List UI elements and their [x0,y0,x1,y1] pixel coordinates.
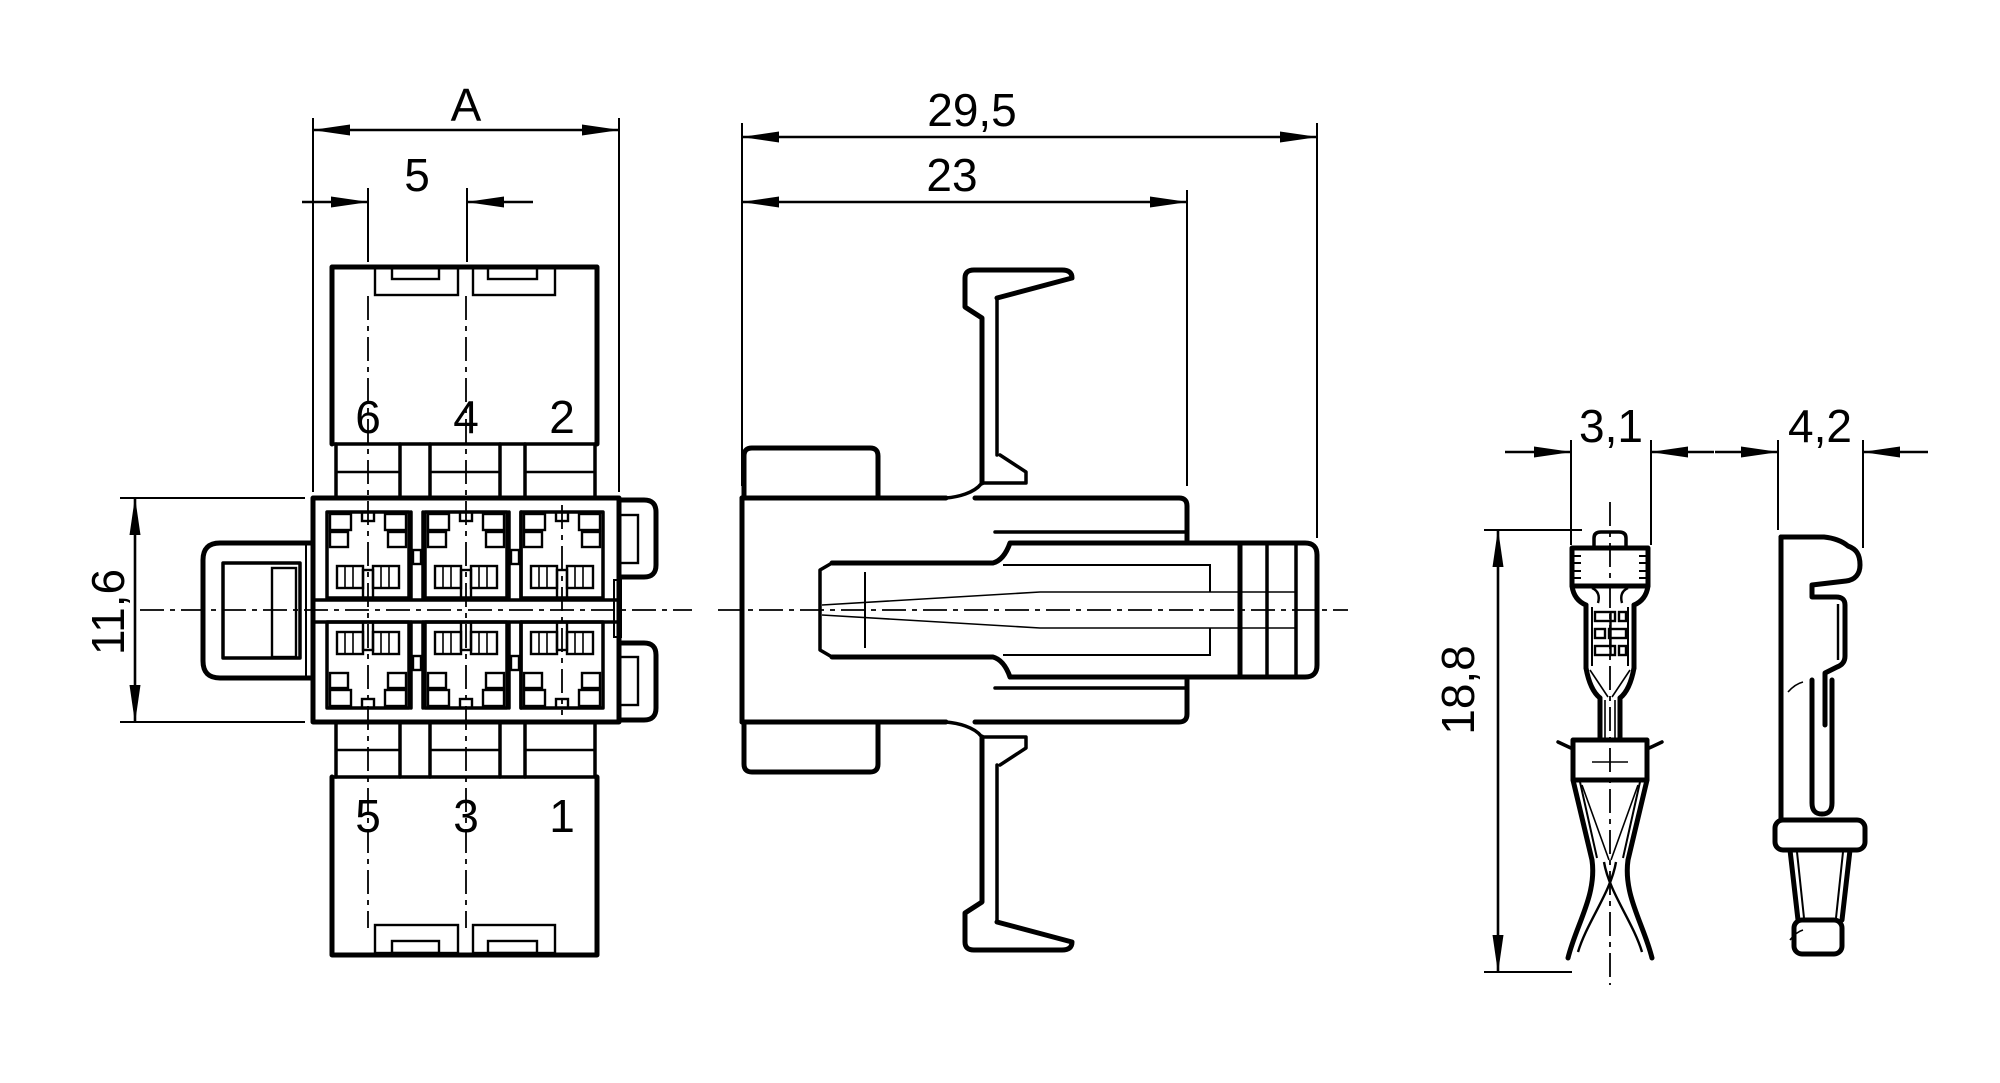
front-lower-tower [329,774,600,958]
terminal-front-curls [1591,586,1629,604]
front-lower-slot-left-inner [390,939,441,955]
dim-front-height: 11,6 [82,497,305,723]
dim-label-18-8: 18,8 [1432,645,1484,735]
cavity-number-3: 3 [453,790,479,842]
dim-terminal-length: 18,8 [1432,529,1582,973]
side-top-latch [944,267,1075,500]
dim-side-body: 23 [741,149,1188,486]
cavity-number-2: 2 [549,391,575,443]
cavity-cell-6 [325,510,411,600]
dim-label-5: 5 [404,149,430,201]
terminal-front-barrel-wings [1556,740,1664,751]
front-cavity-cells [325,510,605,710]
side-nose [1184,540,1320,680]
terminal-side-view [1772,534,1868,957]
dim-label-11-6: 11,6 [82,569,134,655]
cavity-number-6: 6 [355,391,381,443]
terminal-front-splayed-legs [1565,857,1655,961]
terminal-side-crimp-band [1772,817,1868,853]
terminal-front-seam-v [1589,669,1631,698]
front-lower-slot-right [471,923,557,955]
side-bottom-latch [944,720,1075,953]
dim-label-A: A [451,79,482,131]
dim-label-23: 23 [926,149,977,201]
terminal-front-crimp-marks [1593,610,1628,657]
terminal-side-tip-block [1791,917,1845,957]
terminal-front-contact-box [1569,545,1651,589]
cavity-cell-3 [423,620,509,710]
terminal-front-lower-seam-v [1581,784,1639,861]
dim-side-overall: 29,5 [741,84,1318,538]
terminal-front-view [1556,502,1664,985]
dim-label-3-1: 3,1 [1579,400,1643,452]
front-right-tab-bottom-slot [618,655,640,707]
front-right-tab-top [616,497,659,580]
terminal-front-lower-funnel-inner [1579,781,1641,859]
front-upper-slot-right [471,265,557,297]
dimension-annotations: A 5 11,6 29,5 23 [82,79,1928,973]
terminal-front-neck-inner [1591,607,1629,666]
front-lower-teeth [334,720,597,779]
front-upper-slot-left-inner [390,265,441,281]
front-upper-slot-left [373,265,460,297]
dim-label-29-5: 29,5 [927,84,1017,136]
cavity-number-5: 5 [355,790,381,842]
cavity-cell-5 [325,620,411,710]
front-upper-slot-right-inner [486,265,539,281]
terminal-side-upper-profile [1778,534,1863,728]
dim-front-width: A [312,79,620,492]
front-lower-slot-right-inner [486,939,539,955]
dim-terminal-side-width: 4,2 [1715,400,1928,548]
dim-front-pitch: 5 [302,149,533,262]
side-left-block-top [741,445,881,501]
side-pin-taper [821,591,1296,629]
terminal-side-barrel [1787,847,1853,923]
front-flange [310,495,622,725]
cavity-number-4: 4 [453,391,479,443]
cavity-dividers [409,510,523,710]
terminal-front-wire-barrel [1570,737,1650,783]
dim-terminal-front-width: 3,1 [1505,400,1714,545]
side-body [739,445,1190,775]
cavity-number-1: 1 [549,790,575,842]
front-upper-teeth [334,442,597,500]
terminal-side-barrel-inner [1796,851,1844,919]
terminal-front-serrations [1572,555,1648,579]
front-right-tab-bottom [616,640,659,723]
front-right-edge-slot [613,579,622,638]
front-lower-slot-left [373,923,460,955]
terminal-front-neck [1583,602,1637,671]
front-left-latch [200,540,316,681]
front-upper-tower [329,264,600,447]
terminal-front-stem-inner [1604,700,1616,738]
terminal-side-slot [1809,677,1835,817]
terminal-front-stem [1597,695,1623,743]
side-left-block-bottom [741,719,881,775]
side-interior [818,530,1296,690]
terminal-front-top-cap [1592,530,1628,550]
connector-front-view: 6 4 2 5 3 1 [140,264,692,958]
front-right-tab-top-slot [618,513,640,565]
terminal-front-lower-funnel [1570,777,1650,863]
dim-label-4-2: 4,2 [1788,400,1852,452]
cavity-cell-4 [423,510,509,600]
connector-side-view [718,267,1348,953]
